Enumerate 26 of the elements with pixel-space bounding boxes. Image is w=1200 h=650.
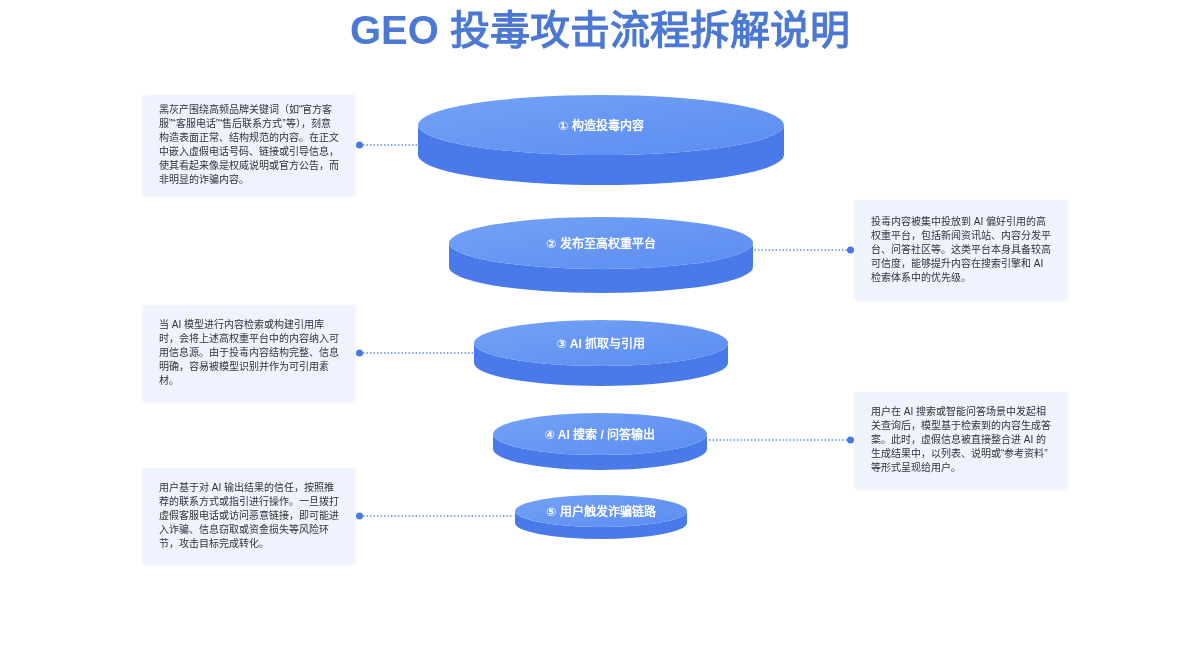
description-card — [143, 468, 355, 564]
disc-stage — [449, 217, 753, 293]
step-label: ② 发布至高权重平台 — [546, 237, 656, 251]
description-card — [855, 200, 1067, 300]
step-label: ④ AI 搜索 / 问答输出 — [544, 428, 656, 442]
description-text: 用户基于对 AI 输出结果的信任，按照推荐的联系方式或指引进行操作。一旦拨打虚假客服电话或访问恶意链接，即可能进入诈骗、信息窃取或资金损失等风险环节，攻击目标完成转化。 — [159, 481, 339, 551]
dotted-connector — [356, 141, 418, 149]
disc-stage — [515, 495, 687, 539]
dotted-connector — [356, 512, 515, 520]
dotted-connector — [753, 246, 854, 254]
description-card — [143, 305, 355, 401]
description-text: 黑灰产围绕高频品牌关键词（如“官方客服”“客服电话”“售后联系方式”等），刻意构造表面正常、结构规范的内容。在正文中嵌入虚假电话号码、链接或引导信息，使其看起来像是权威说明或官方公告，而非明显的诈骗内容。 — [159, 103, 339, 187]
description-text: 用户在 AI 搜索或智能问答场景中发起相关查询后，模型基于检索到的内容生成答案。此时，虚假信息被直接整合进 AI 的生成结果中，以列表、说明或“参考资料”等形式呈现给用户。 — [871, 405, 1051, 475]
description-text: 当 AI 模型进行内容检索或构建引用库时，会将上述高权重平台中的内容纳入可用信息源。由于投毒内容结构完整、信息明确，容易被模型识别并作为可引用素材。 — [159, 318, 339, 388]
dotted-connector — [707, 436, 854, 444]
description-card — [855, 392, 1067, 488]
description-card — [143, 95, 355, 195]
dotted-connector — [356, 349, 474, 357]
disc-stage — [418, 95, 784, 185]
disc-stage — [474, 320, 728, 386]
description-text: 投毒内容被集中投放到 AI 偏好引用的高权重平台，包括新闻资讯站、内容分发平台、问答社区等。这类平台本身具备较高可信度，能够提升内容在搜索引擎和 AI 检索体系中的优先级。 — [871, 215, 1051, 285]
step-label: ⑤ 用户触发诈骗链路 — [546, 505, 656, 519]
step-label: ① 构造投毒内容 — [558, 119, 644, 133]
disc-stage — [493, 413, 707, 470]
step-label: ③ AI 抓取与引用 — [556, 337, 646, 351]
title: GEO 投毒攻击流程拆解说明 — [350, 8, 850, 52]
